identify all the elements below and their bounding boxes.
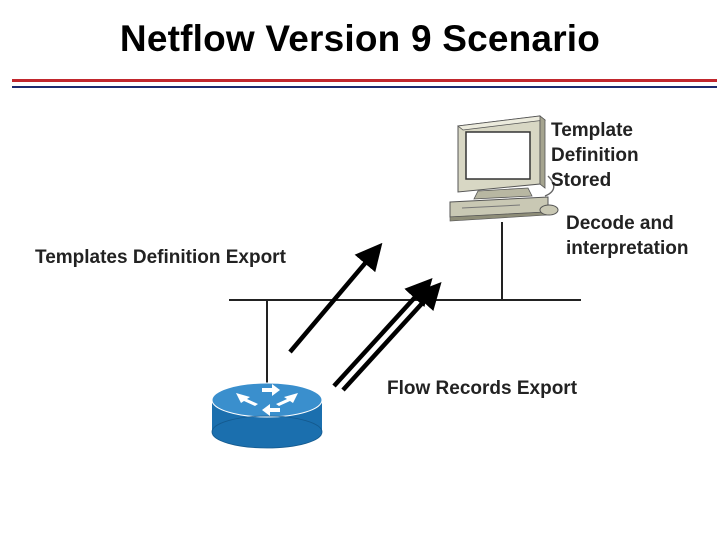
label-flow-records-export: Flow Records Export (387, 378, 578, 399)
label-decode-and-interpretation: Decode and interpretation (566, 213, 689, 259)
label-templates-definition-export: Templates Definition Export (35, 247, 286, 268)
flow-records-export-arrows (332, 278, 442, 392)
templates-export-arrow (288, 242, 383, 354)
router-icon (211, 382, 323, 449)
computer-icon (449, 115, 559, 222)
slide-title: Netflow Version 9 Scenario (119, 18, 601, 59)
label-template-definition-stored: Template Definition Stored (551, 120, 639, 191)
title-rule-red (12, 79, 717, 82)
title-rule-blue (12, 86, 717, 88)
